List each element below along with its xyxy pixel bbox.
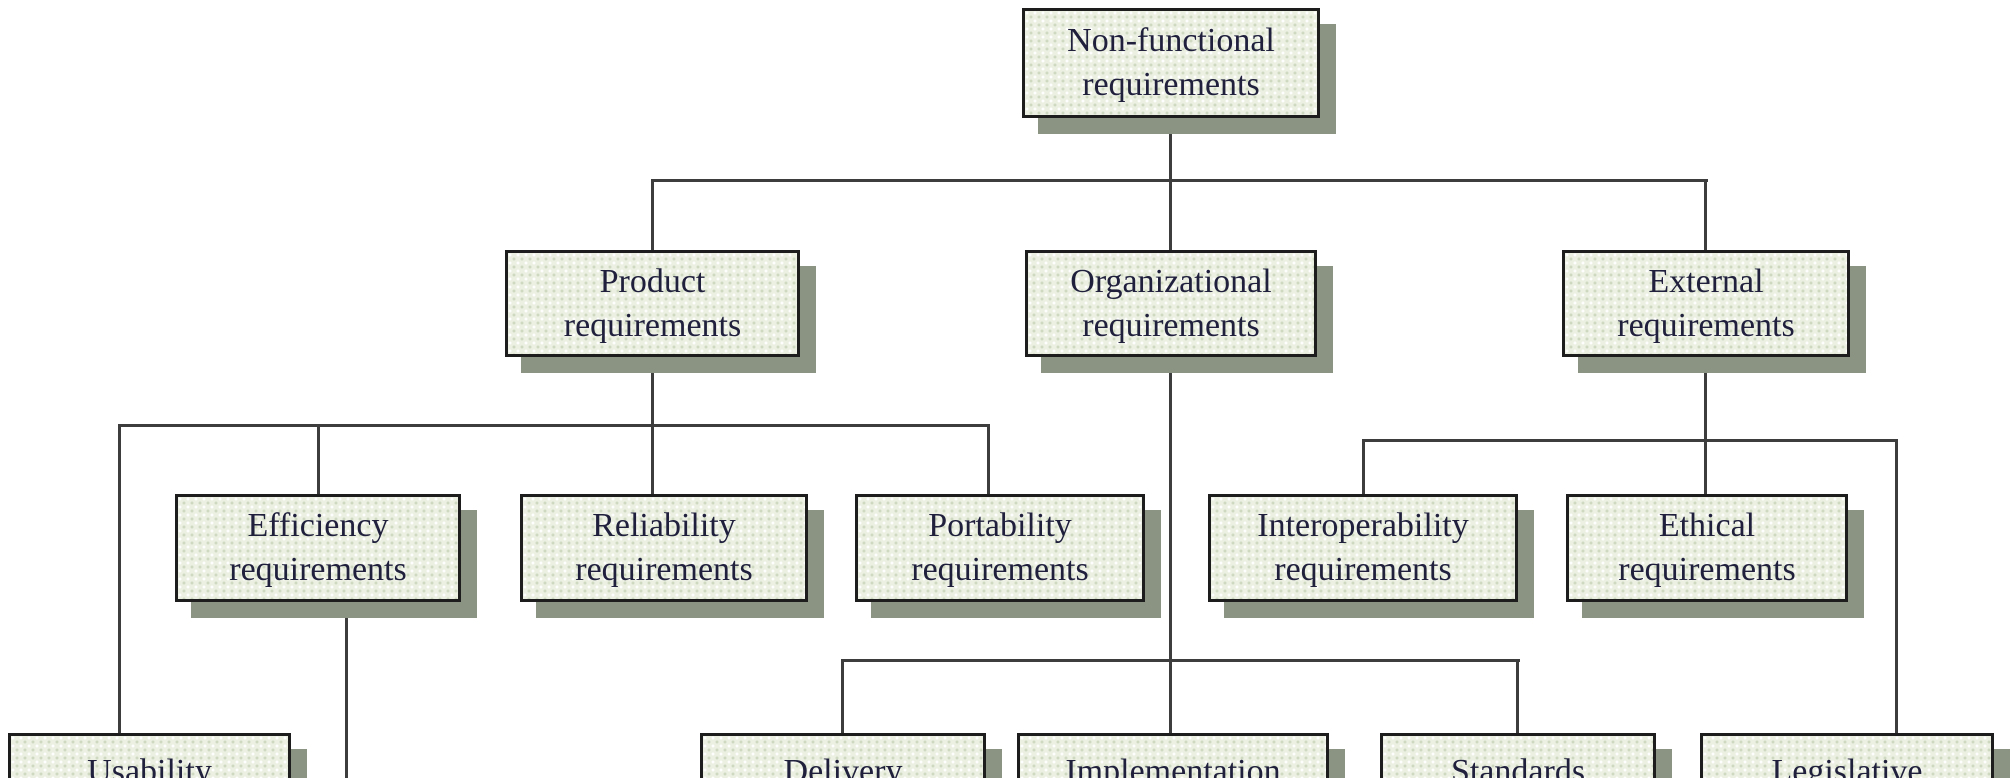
node-label-line: Portability xyxy=(928,507,1072,545)
node-reliability-requirements: Reliability requirements xyxy=(520,494,808,602)
node-label-line: Non-functional xyxy=(1067,22,1275,60)
connector-portability-drop xyxy=(987,424,990,496)
connector-product-children-bar xyxy=(118,424,990,427)
node-usability-requirements: Usability xyxy=(8,733,291,778)
node-interoperability-requirements: Interoperability requirements xyxy=(1208,494,1518,602)
node-label-line: Efficiency xyxy=(247,507,389,545)
node-non-functional-requirements: Non-functional requirements xyxy=(1022,8,1320,118)
node-label-line: requirements xyxy=(1618,551,1796,588)
connector-organizational-children-bar xyxy=(841,659,1520,662)
node-legislative-requirements: Legislative xyxy=(1700,733,1994,778)
node-efficiency-requirements: Efficiency requirements xyxy=(175,494,461,602)
node-label-line: Interoperability xyxy=(1257,507,1469,545)
node-label-line: Organizational xyxy=(1070,262,1272,300)
node-label-line: Ethical xyxy=(1658,507,1756,545)
node-product-requirements: Product requirements xyxy=(505,250,800,357)
node-label-line: requirements xyxy=(1082,306,1260,344)
connector-delivery-drop xyxy=(841,659,844,735)
node-label-line: Standards xyxy=(1450,753,1586,778)
connector-reliability-drop xyxy=(651,424,654,496)
node-label-line: requirements xyxy=(229,551,407,588)
node-implementation-requirements: Implementation xyxy=(1017,733,1329,778)
connector-organizational-drop xyxy=(1169,180,1172,252)
connector-standards-drop xyxy=(1516,659,1519,735)
node-label-line: Usability xyxy=(87,753,212,778)
node-label-line: requirements xyxy=(1082,66,1260,103)
node-label-line: Product xyxy=(599,262,706,300)
node-label-line: requirements xyxy=(575,551,753,588)
node-label-line: requirements xyxy=(1617,306,1795,344)
connector-level2-bar xyxy=(651,179,1708,182)
node-standards-requirements: Standards xyxy=(1380,733,1656,778)
connector-usability-drop xyxy=(118,424,121,735)
node-delivery-requirements: Delivery xyxy=(700,733,986,778)
node-portability-requirements: Portability requirements xyxy=(855,494,1145,602)
node-external-requirements: External requirements xyxy=(1562,250,1850,357)
connector-product-stem xyxy=(651,357,654,427)
node-label-line: requirements xyxy=(563,306,742,344)
node-ethical-requirements: Ethical requirements xyxy=(1566,494,1848,602)
node-organizational-requirements: Organizational requirements xyxy=(1025,250,1317,357)
node-label-line: requirements xyxy=(911,551,1089,588)
connector-product-drop xyxy=(651,180,654,252)
node-label-line: Reliability xyxy=(592,507,736,545)
connector-external-drop xyxy=(1704,180,1707,252)
node-label-line: External xyxy=(1648,262,1764,300)
connector-efficiency-children-stub xyxy=(345,601,348,778)
connector-interoperability-drop xyxy=(1362,439,1365,496)
node-label-line: Legislative xyxy=(1771,753,1923,778)
connector-efficiency-drop xyxy=(317,424,320,496)
connector-organizational-stem xyxy=(1169,357,1172,735)
connector-root-stem xyxy=(1169,118,1172,182)
node-label-line: requirements xyxy=(1274,551,1452,588)
connector-external-stem xyxy=(1704,357,1707,496)
connector-legislative-drop xyxy=(1895,439,1898,735)
node-label-line: Delivery xyxy=(783,753,903,778)
node-label-line: Implementation xyxy=(1065,753,1281,778)
connector-external-children-bar xyxy=(1362,439,1898,442)
